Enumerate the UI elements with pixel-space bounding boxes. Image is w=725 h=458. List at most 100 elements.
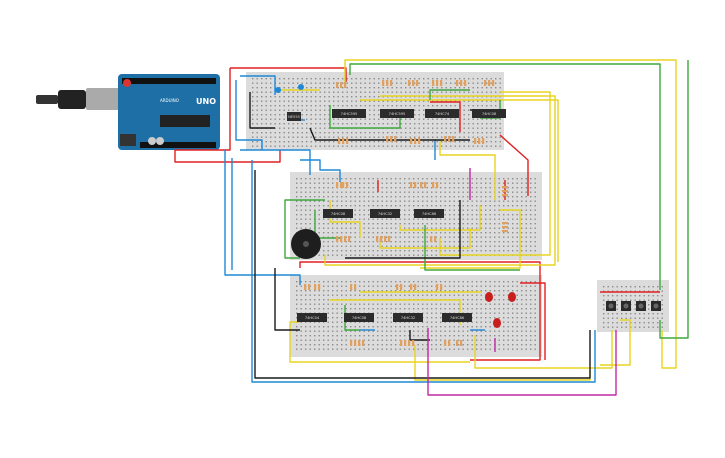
push-button-cap: [638, 303, 644, 309]
breadboard-hole: [471, 178, 473, 180]
breadboard-hole: [459, 100, 461, 102]
breadboard-hole: [261, 136, 263, 138]
breadboard-hole: [395, 250, 397, 252]
breadboard-hole: [345, 196, 347, 198]
wire-red: [299, 261, 541, 361]
breadboard-hole: [413, 236, 415, 238]
breadboard-hole: [431, 218, 433, 220]
breadboard-hole: [390, 326, 392, 328]
breadboard-hole: [603, 290, 605, 292]
breadboard-hole: [395, 326, 397, 328]
breadboard-hole: [323, 187, 325, 189]
breadboard-hole: [386, 250, 388, 252]
breadboard-hole: [463, 145, 465, 147]
breadboard-hole: [390, 205, 392, 207]
breadboard-hole: [319, 127, 321, 129]
breadboard-hole: [503, 290, 505, 292]
breadboard-hole: [458, 200, 460, 202]
breadboard-hole: [435, 232, 437, 234]
breadboard-hole: [534, 335, 536, 337]
breadboard-hole: [643, 317, 645, 319]
breadboard-hole: [657, 322, 659, 324]
breadboard-hole: [256, 145, 258, 147]
breadboard-hole: [405, 127, 407, 129]
breadboard-hole: [435, 326, 437, 328]
breadboard-hole: [440, 196, 442, 198]
arduino-capacitor: [148, 137, 156, 145]
breadboard-hole: [274, 123, 276, 125]
wire-blue: [240, 149, 311, 175]
breadboard-hole: [314, 191, 316, 193]
breadboard-hole: [283, 118, 285, 120]
breadboard-hole: [476, 232, 478, 234]
breadboard-hole: [341, 232, 343, 234]
breadboard-hole: [459, 87, 461, 89]
breadboard-hole: [368, 250, 370, 252]
breadboard-hole: [639, 317, 641, 319]
breadboard-hole: [274, 145, 276, 147]
breadboard-hole: [288, 123, 290, 125]
breadboard-hole: [346, 96, 348, 98]
breadboard-hole: [372, 196, 374, 198]
breadboard-hole: [274, 118, 276, 120]
resistor: [440, 284, 443, 290]
breadboard-hole: [309, 290, 311, 292]
breadboard-hole: [530, 326, 532, 328]
breadboard-hole: [612, 286, 614, 288]
breadboard-hole: [503, 299, 505, 301]
breadboard-hole: [274, 136, 276, 138]
breadboard-hole: [399, 191, 401, 193]
breadboard-hole: [408, 236, 410, 238]
breadboard-hole: [489, 303, 491, 305]
breadboard-hole: [408, 326, 410, 328]
breadboard-hole: [426, 290, 428, 292]
breadboard-hole: [422, 236, 424, 238]
breadboard-hole: [431, 245, 433, 247]
breadboard-hole: [300, 191, 302, 193]
breadboard-hole: [368, 321, 370, 323]
breadboard-hole: [318, 326, 320, 328]
breadboard-hole: [657, 313, 659, 315]
breadboard-hole: [431, 178, 433, 180]
breadboard-hole: [422, 348, 424, 350]
breadboard-hole: [516, 182, 518, 184]
breadboard-hole: [381, 196, 383, 198]
breadboard-hole: [485, 200, 487, 202]
breadboard-hole: [476, 196, 478, 198]
breadboard-hole: [431, 232, 433, 234]
breadboard-hole: [409, 87, 411, 89]
breadboard-hole: [485, 317, 487, 319]
breadboard-hole: [354, 200, 356, 202]
breadboard-hole: [616, 308, 618, 310]
breadboard-hole: [476, 178, 478, 180]
breadboard-hole: [336, 312, 338, 314]
breadboard-hole: [432, 132, 434, 134]
breadboard-hole: [485, 312, 487, 314]
breadboard-hole: [516, 223, 518, 225]
breadboard-hole: [305, 200, 307, 202]
breadboard-hole: [661, 326, 663, 328]
breadboard-hole: [350, 326, 352, 328]
breadboard-hole: [525, 187, 527, 189]
breadboard-hole: [368, 335, 370, 337]
breadboard-hole: [418, 105, 420, 107]
breadboard-hole: [521, 223, 523, 225]
breadboard-hole: [463, 136, 465, 138]
breadboard-hole: [359, 196, 361, 198]
breadboard-hole: [373, 136, 375, 138]
arduino-brand-label: ARDUINO: [160, 98, 179, 103]
breadboard-hole: [323, 182, 325, 184]
breadboard-hole: [521, 250, 523, 252]
breadboard-hole: [516, 299, 518, 301]
breadboard-hole: [486, 141, 488, 143]
breadboard-hole: [279, 105, 281, 107]
breadboard-hole: [435, 330, 437, 332]
breadboard-hole: [648, 286, 650, 288]
breadboard-hole: [279, 100, 281, 102]
breadboard-hole: [512, 200, 514, 202]
breadboard-hole: [498, 218, 500, 220]
breadboard-hole: [462, 308, 464, 310]
breadboard-hole: [390, 303, 392, 305]
breadboard-hole: [323, 241, 325, 243]
breadboard-hole: [377, 232, 379, 234]
